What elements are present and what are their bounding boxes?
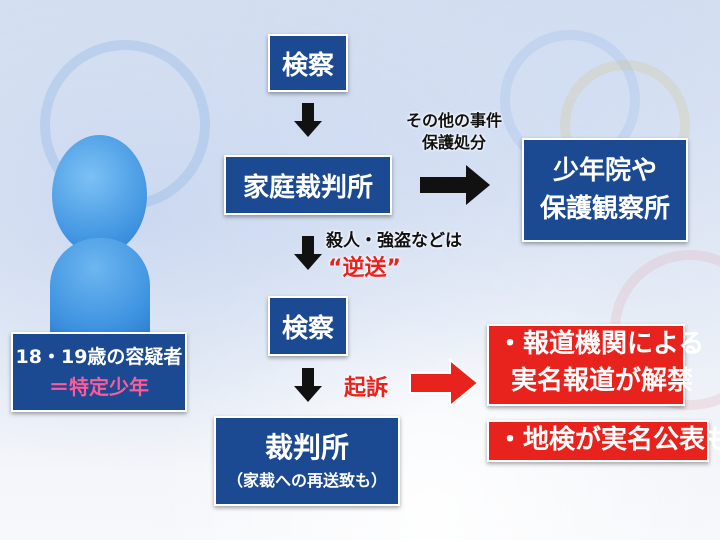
arrow-down-2 xyxy=(294,236,322,270)
person-body xyxy=(50,238,150,338)
label-kiso: 起訴 xyxy=(344,376,389,401)
red-note-1-line1: ・報道機関による xyxy=(497,329,705,359)
node-court-sub: （家裁への再送致も） xyxy=(226,471,387,490)
label-other-cases-line2: 保護処分 xyxy=(421,133,486,152)
node-family-court: 家庭裁判所 xyxy=(224,155,392,215)
arrow-down-1 xyxy=(294,103,322,137)
caption-line2: ＝特定少年 xyxy=(49,375,149,399)
label-other-cases-line1: その他の事件 xyxy=(405,111,502,130)
node-juvenile-facility: 少年院や 保護観察所 xyxy=(522,138,688,242)
label-gyakuso: “逆送” xyxy=(328,256,401,281)
label-other-cases: その他の事件 保護処分 xyxy=(386,110,522,154)
node-kensatsu-mid-label: 検察 xyxy=(281,313,334,344)
arrow-down-3 xyxy=(294,368,322,402)
person-head xyxy=(52,135,147,255)
node-court: 裁判所 （家裁への再送致も） xyxy=(214,416,400,506)
red-note-real-name-reporting: ・報道機関による 実名報道が解禁 xyxy=(487,324,705,406)
label-serious-crimes: 殺人・強盗などは xyxy=(326,231,462,251)
red-note-2-line: ・地検が実名公表も xyxy=(497,425,720,455)
arrow-right-red xyxy=(409,357,480,409)
node-family-court-label: 家庭裁判所 xyxy=(242,172,373,203)
node-kensatsu-mid: 検察 xyxy=(268,296,348,356)
red-note-prosecutor-disclosure: ・地検が実名公表も xyxy=(487,420,720,462)
node-court-label: 裁判所 xyxy=(264,431,349,464)
arrow-right-black xyxy=(420,165,490,205)
node-kensatsu-top-label: 検察 xyxy=(281,50,334,81)
node-kensatsu-top: 検察 xyxy=(268,34,348,92)
person-caption: 18・19歳の容疑者 ＝特定少年 xyxy=(11,332,187,412)
caption-line1: 18・19歳の容疑者 xyxy=(15,346,183,368)
node-juvenile-facility-line2: 保護観察所 xyxy=(539,194,670,224)
red-note-1-line2: 実名報道が解禁 xyxy=(511,366,694,396)
node-juvenile-facility-line1: 少年院や xyxy=(552,156,657,186)
